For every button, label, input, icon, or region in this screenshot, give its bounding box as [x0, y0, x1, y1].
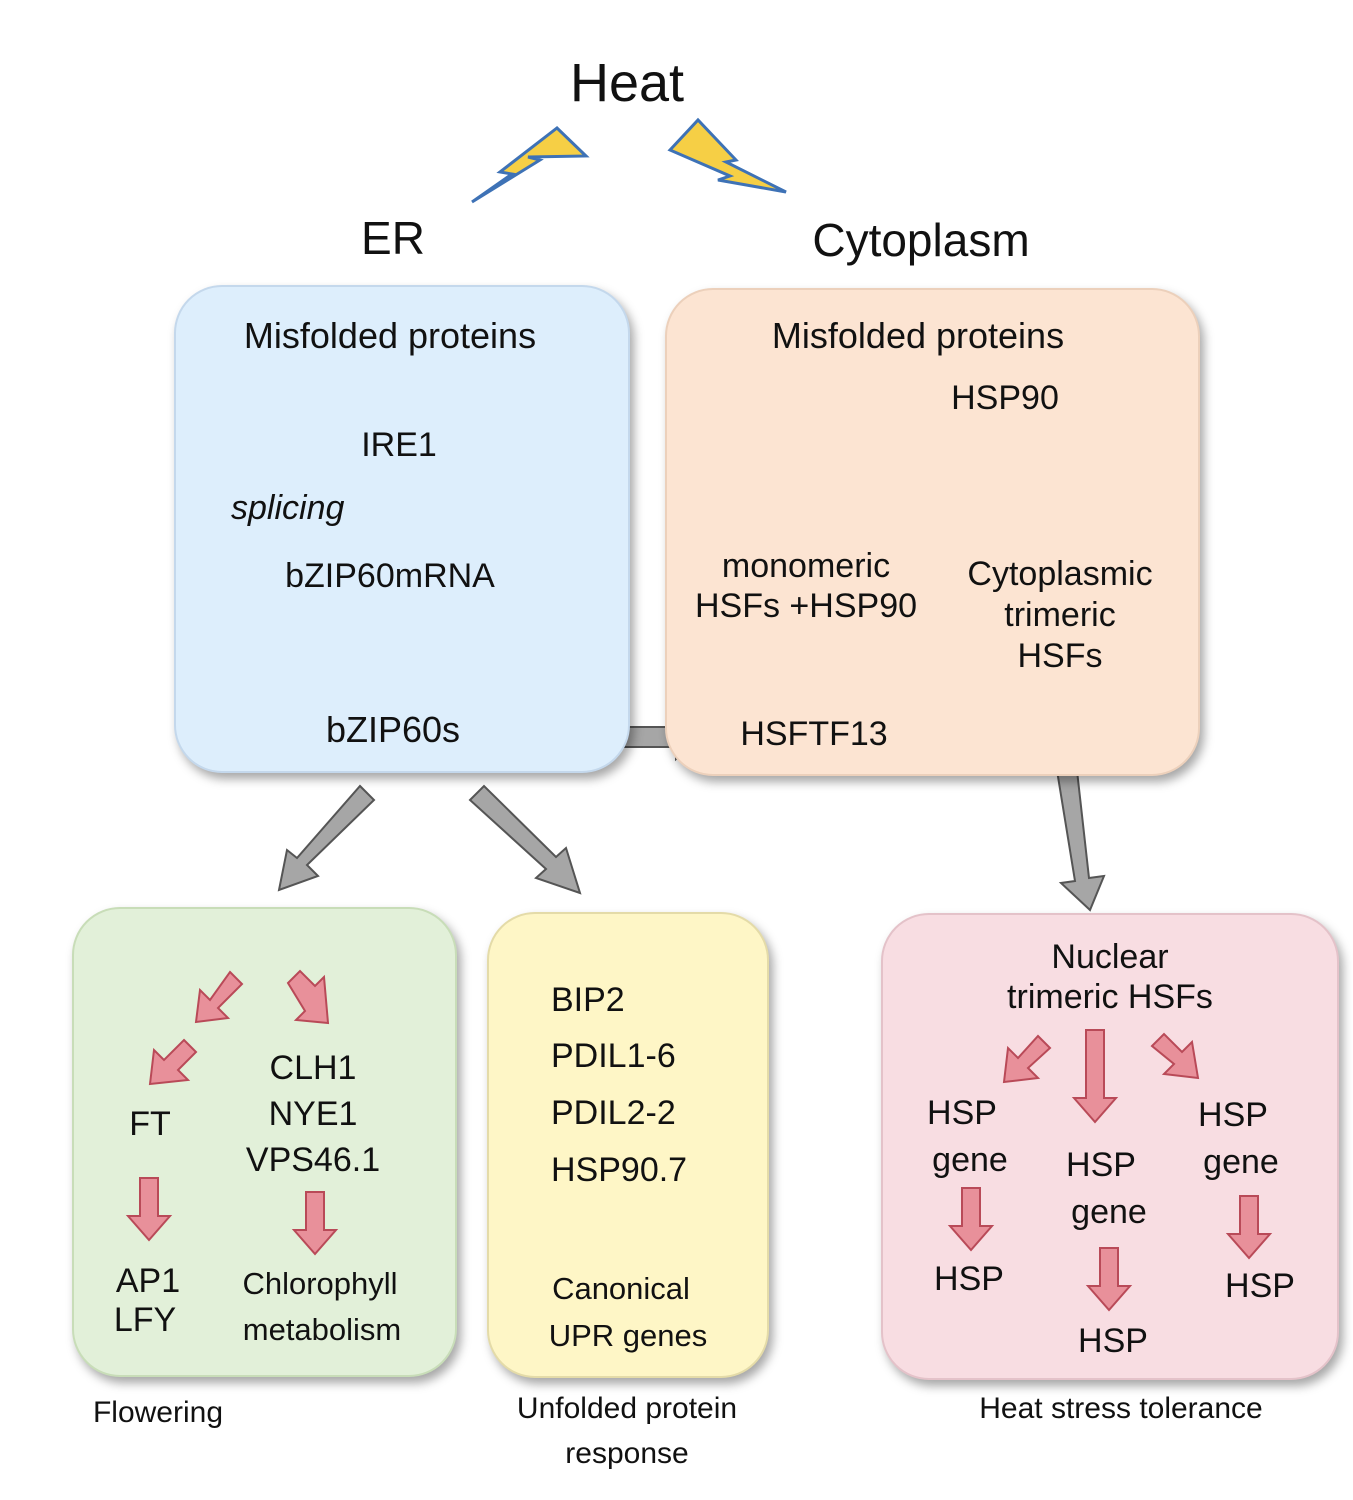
hsp-gene-right-line-2: gene — [1203, 1143, 1279, 1181]
ft-label: FT — [129, 1105, 171, 1143]
flowering-caption: Flowering — [92, 1396, 224, 1429]
cytoplasm-heading: Cytoplasm — [812, 214, 1030, 266]
ire1-label: IRE1 — [361, 426, 437, 464]
clh1-label: CLH1 — [269, 1049, 357, 1087]
lfy-label: LFY — [113, 1301, 177, 1339]
hsp-right: HSP — [1225, 1267, 1295, 1305]
bzip60s-label: bZIP60s — [325, 709, 461, 750]
hsp-gene-left-line-1: HSP — [927, 1094, 997, 1132]
hsftf13-label: HSFTF13 — [740, 715, 888, 753]
monomeric-line-1: monomeric — [721, 547, 891, 585]
er-box — [174, 285, 630, 773]
hsp90-label: HSP90 — [951, 379, 1059, 417]
upr-gene-4: HSP90.7 — [551, 1151, 688, 1189]
monomeric-line-2: HSFs +HSP90 — [694, 587, 918, 625]
upr-caption-line-2: response — [565, 1437, 689, 1470]
nuclear-title-line-1: Nuclear — [1051, 938, 1169, 976]
trimeric-line-1: Cytoplasmic — [967, 555, 1153, 593]
er-misfolded-proteins: Misfolded proteins — [243, 315, 537, 356]
upr-gene-1: BIP2 — [551, 981, 625, 1019]
trimeric-line-3: HSFs — [1017, 637, 1103, 675]
er-to-flowering-arrow — [277, 784, 376, 892]
flowering-box — [72, 907, 457, 1377]
trimeric-line-2: trimeric — [1004, 596, 1116, 634]
chlorophyll-line-2: metabolism — [242, 1312, 402, 1347]
cytoplasm-box — [665, 288, 1200, 776]
canonical-line-2: UPR genes — [548, 1318, 708, 1353]
bzip60-mrna-label: bZIP60mRNA — [285, 557, 495, 595]
hsp-gene-left-line-2: gene — [932, 1141, 1008, 1179]
splicing-label: splicing — [231, 489, 345, 527]
nuclear-title-line-2: trimeric HSFs — [1007, 978, 1213, 1016]
hsp-gene-middle-line-2: gene — [1071, 1193, 1147, 1231]
heat-stress-caption: Heat stress tolerance — [979, 1392, 1263, 1425]
hsp-left: HSP — [934, 1260, 1004, 1298]
upr-gene-2: PDIL1-6 — [551, 1037, 676, 1075]
cytoplasm-misfolded-proteins: Misfolded proteins — [771, 315, 1065, 356]
nye1-label: NYE1 — [268, 1095, 358, 1133]
canonical-line-1: Canonical — [552, 1271, 690, 1306]
er-heading: ER — [361, 212, 425, 264]
upr-gene-3: PDIL2-2 — [551, 1094, 676, 1132]
chlorophyll-line-1: Chlorophyll — [242, 1266, 398, 1301]
upr-caption-line-1: Unfolded protein — [516, 1392, 738, 1425]
upr-box — [487, 912, 769, 1378]
lightning-icon-right — [667, 117, 787, 194]
er-to-upr-arrow — [468, 784, 582, 895]
lightning-icon-left — [471, 126, 590, 204]
hsp-gene-middle-line-1: HSP — [1066, 1146, 1136, 1184]
hsp-middle: HSP — [1078, 1322, 1148, 1360]
heat-title: Heat — [569, 53, 685, 113]
vps46-label: VPS46.1 — [245, 1141, 381, 1179]
hsp-gene-right-line-1: HSP — [1198, 1096, 1268, 1134]
ap1-label: AP1 — [115, 1262, 181, 1300]
